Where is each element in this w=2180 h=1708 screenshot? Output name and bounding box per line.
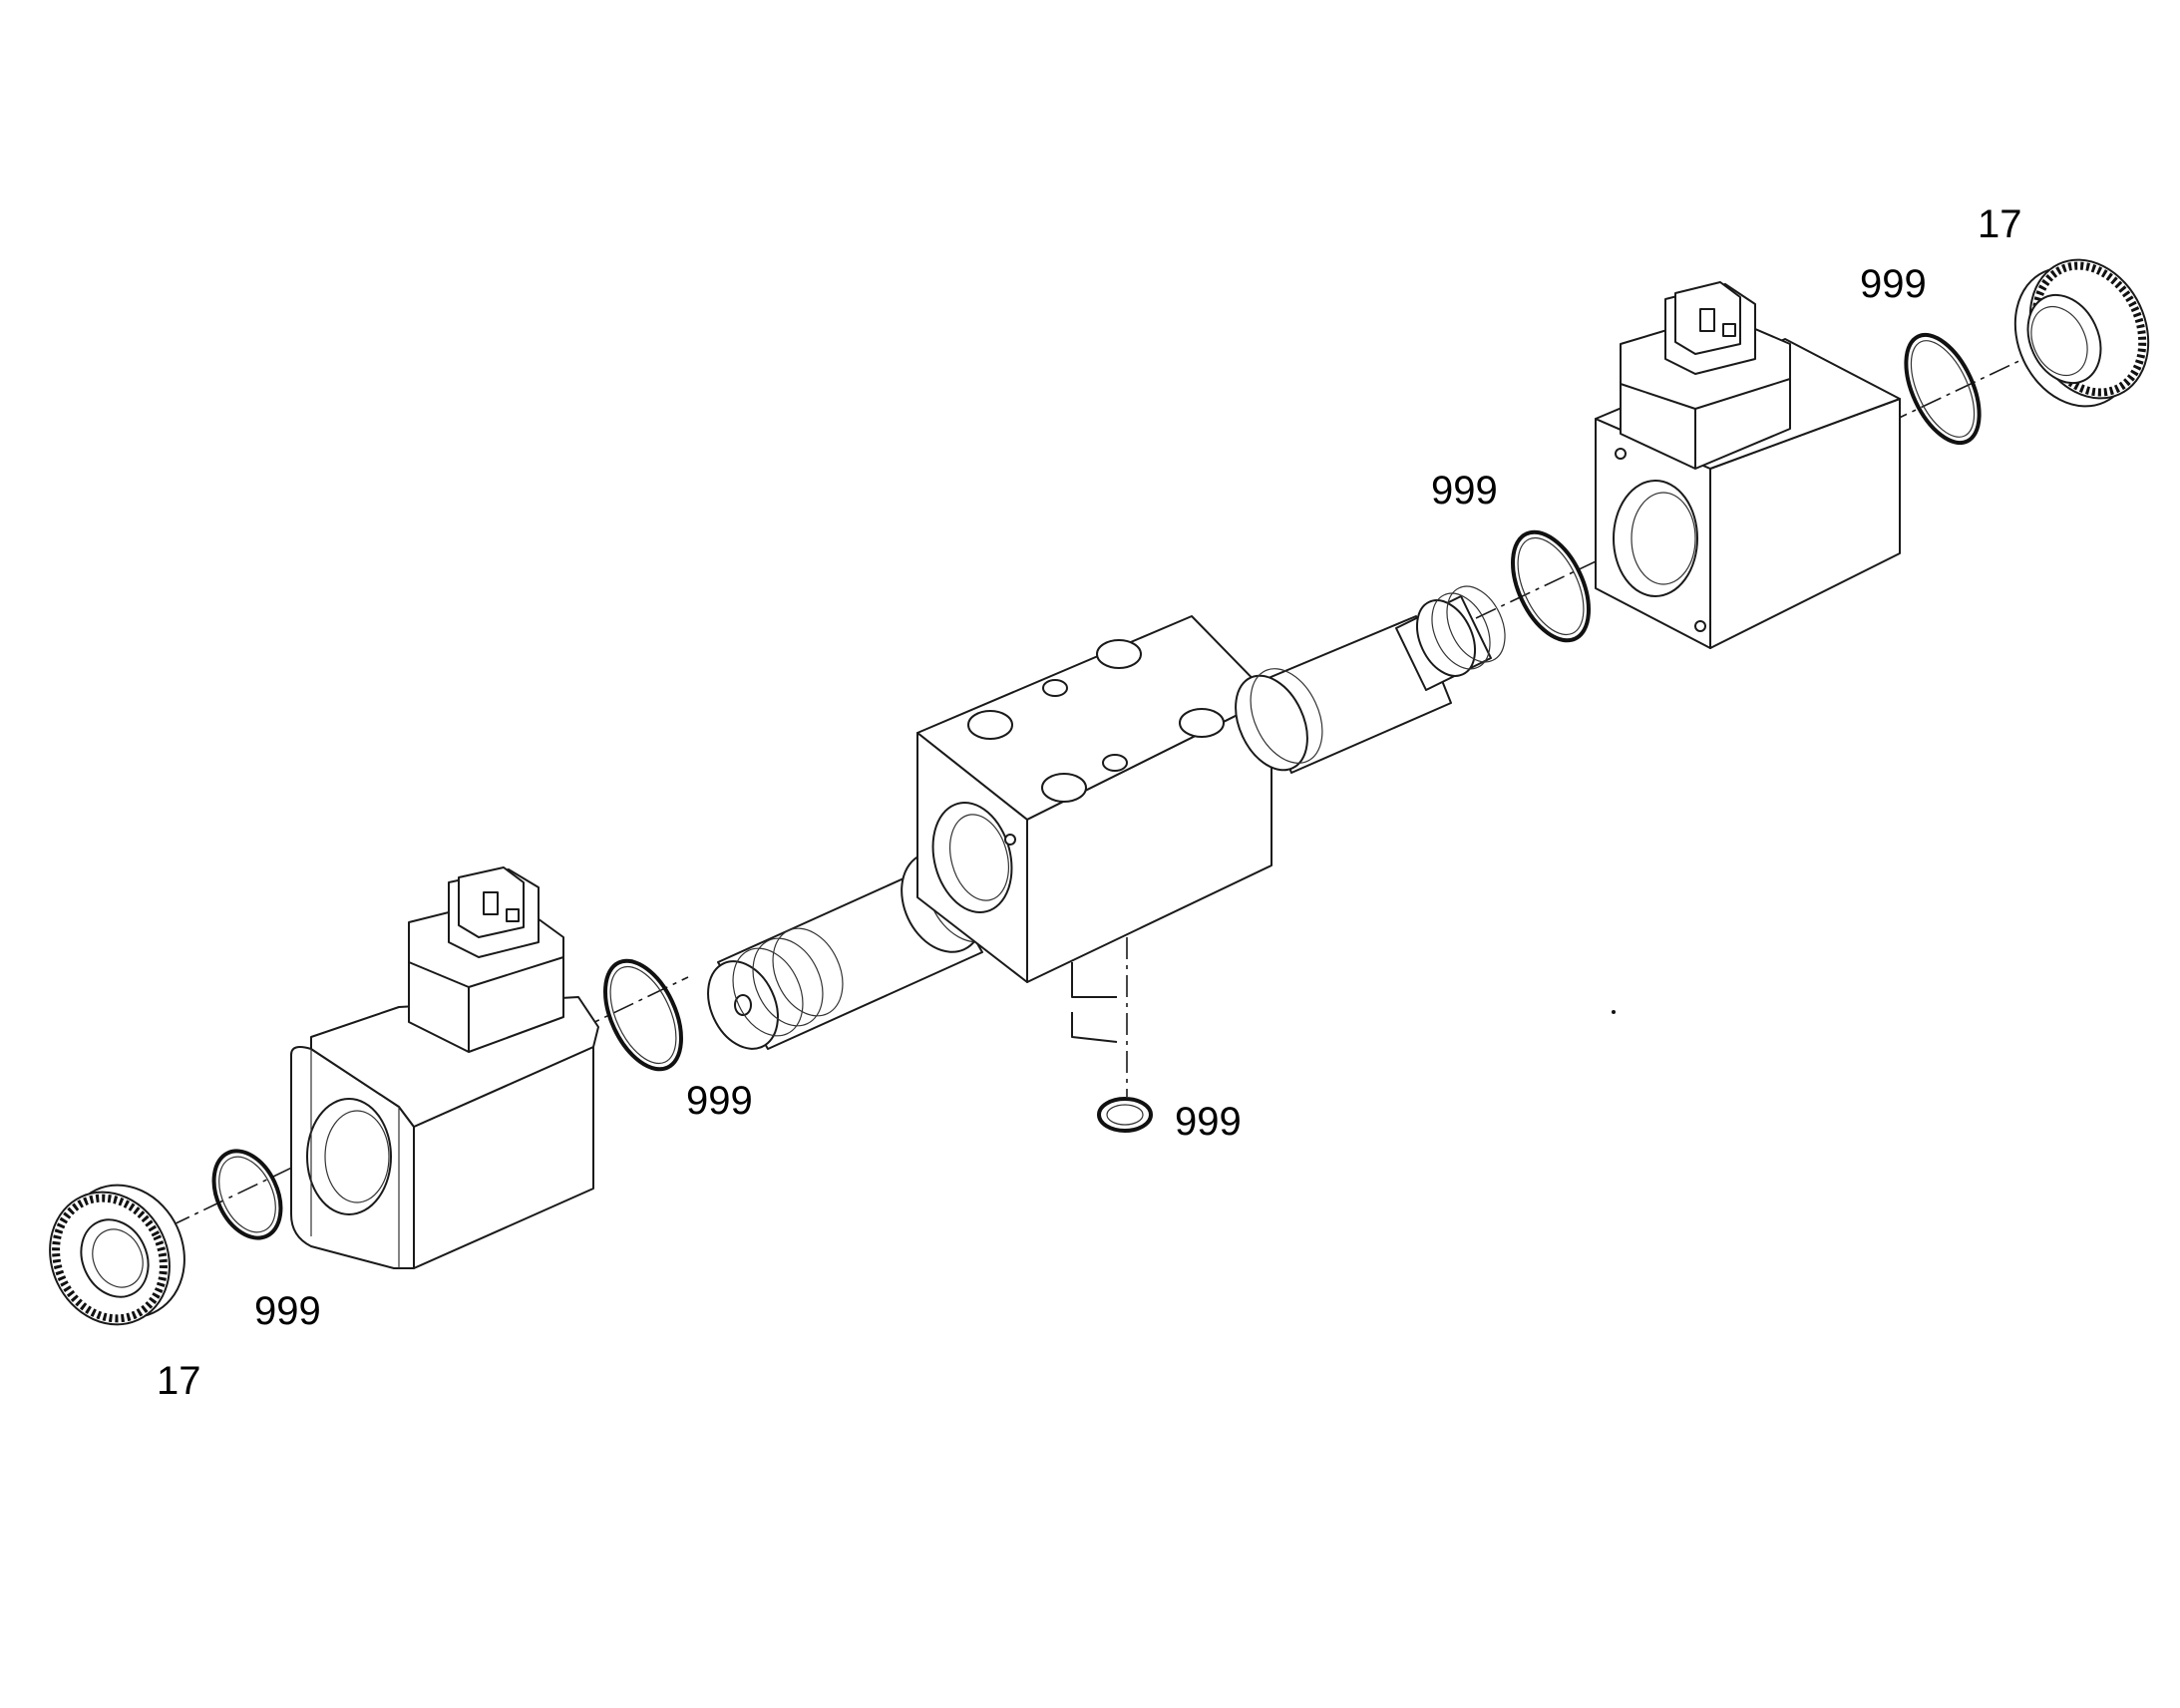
label-ring-right-inner: 999 xyxy=(1431,469,1498,512)
label-nut-bottom-left: 17 xyxy=(157,1359,201,1403)
seal-ring-bottom xyxy=(1097,1097,1153,1133)
label-ring-bottom-left: 999 xyxy=(254,1289,321,1333)
label-nut-top-right: 17 xyxy=(1978,202,2022,246)
o-ring-top-right xyxy=(1904,332,1982,446)
label-seal-ring-bottom: 999 xyxy=(1175,1100,1242,1144)
knurled-nut-top-right xyxy=(2013,258,2150,408)
label-ring-top-right: 999 xyxy=(1860,262,1927,306)
o-ring-center-left xyxy=(603,958,683,1072)
solenoid-coil-right xyxy=(1595,281,1901,649)
o-ring-bottom-left xyxy=(211,1149,283,1240)
o-ring-right-inner xyxy=(1511,529,1591,643)
stray-dot xyxy=(1612,1010,1616,1014)
knurled-nut-bottom-left xyxy=(49,1184,185,1326)
armature-tube-right xyxy=(1235,585,1506,774)
valve-body xyxy=(916,615,1272,1043)
solenoid-coil-left xyxy=(290,866,599,1269)
label-ring-center-left: 999 xyxy=(686,1079,753,1123)
